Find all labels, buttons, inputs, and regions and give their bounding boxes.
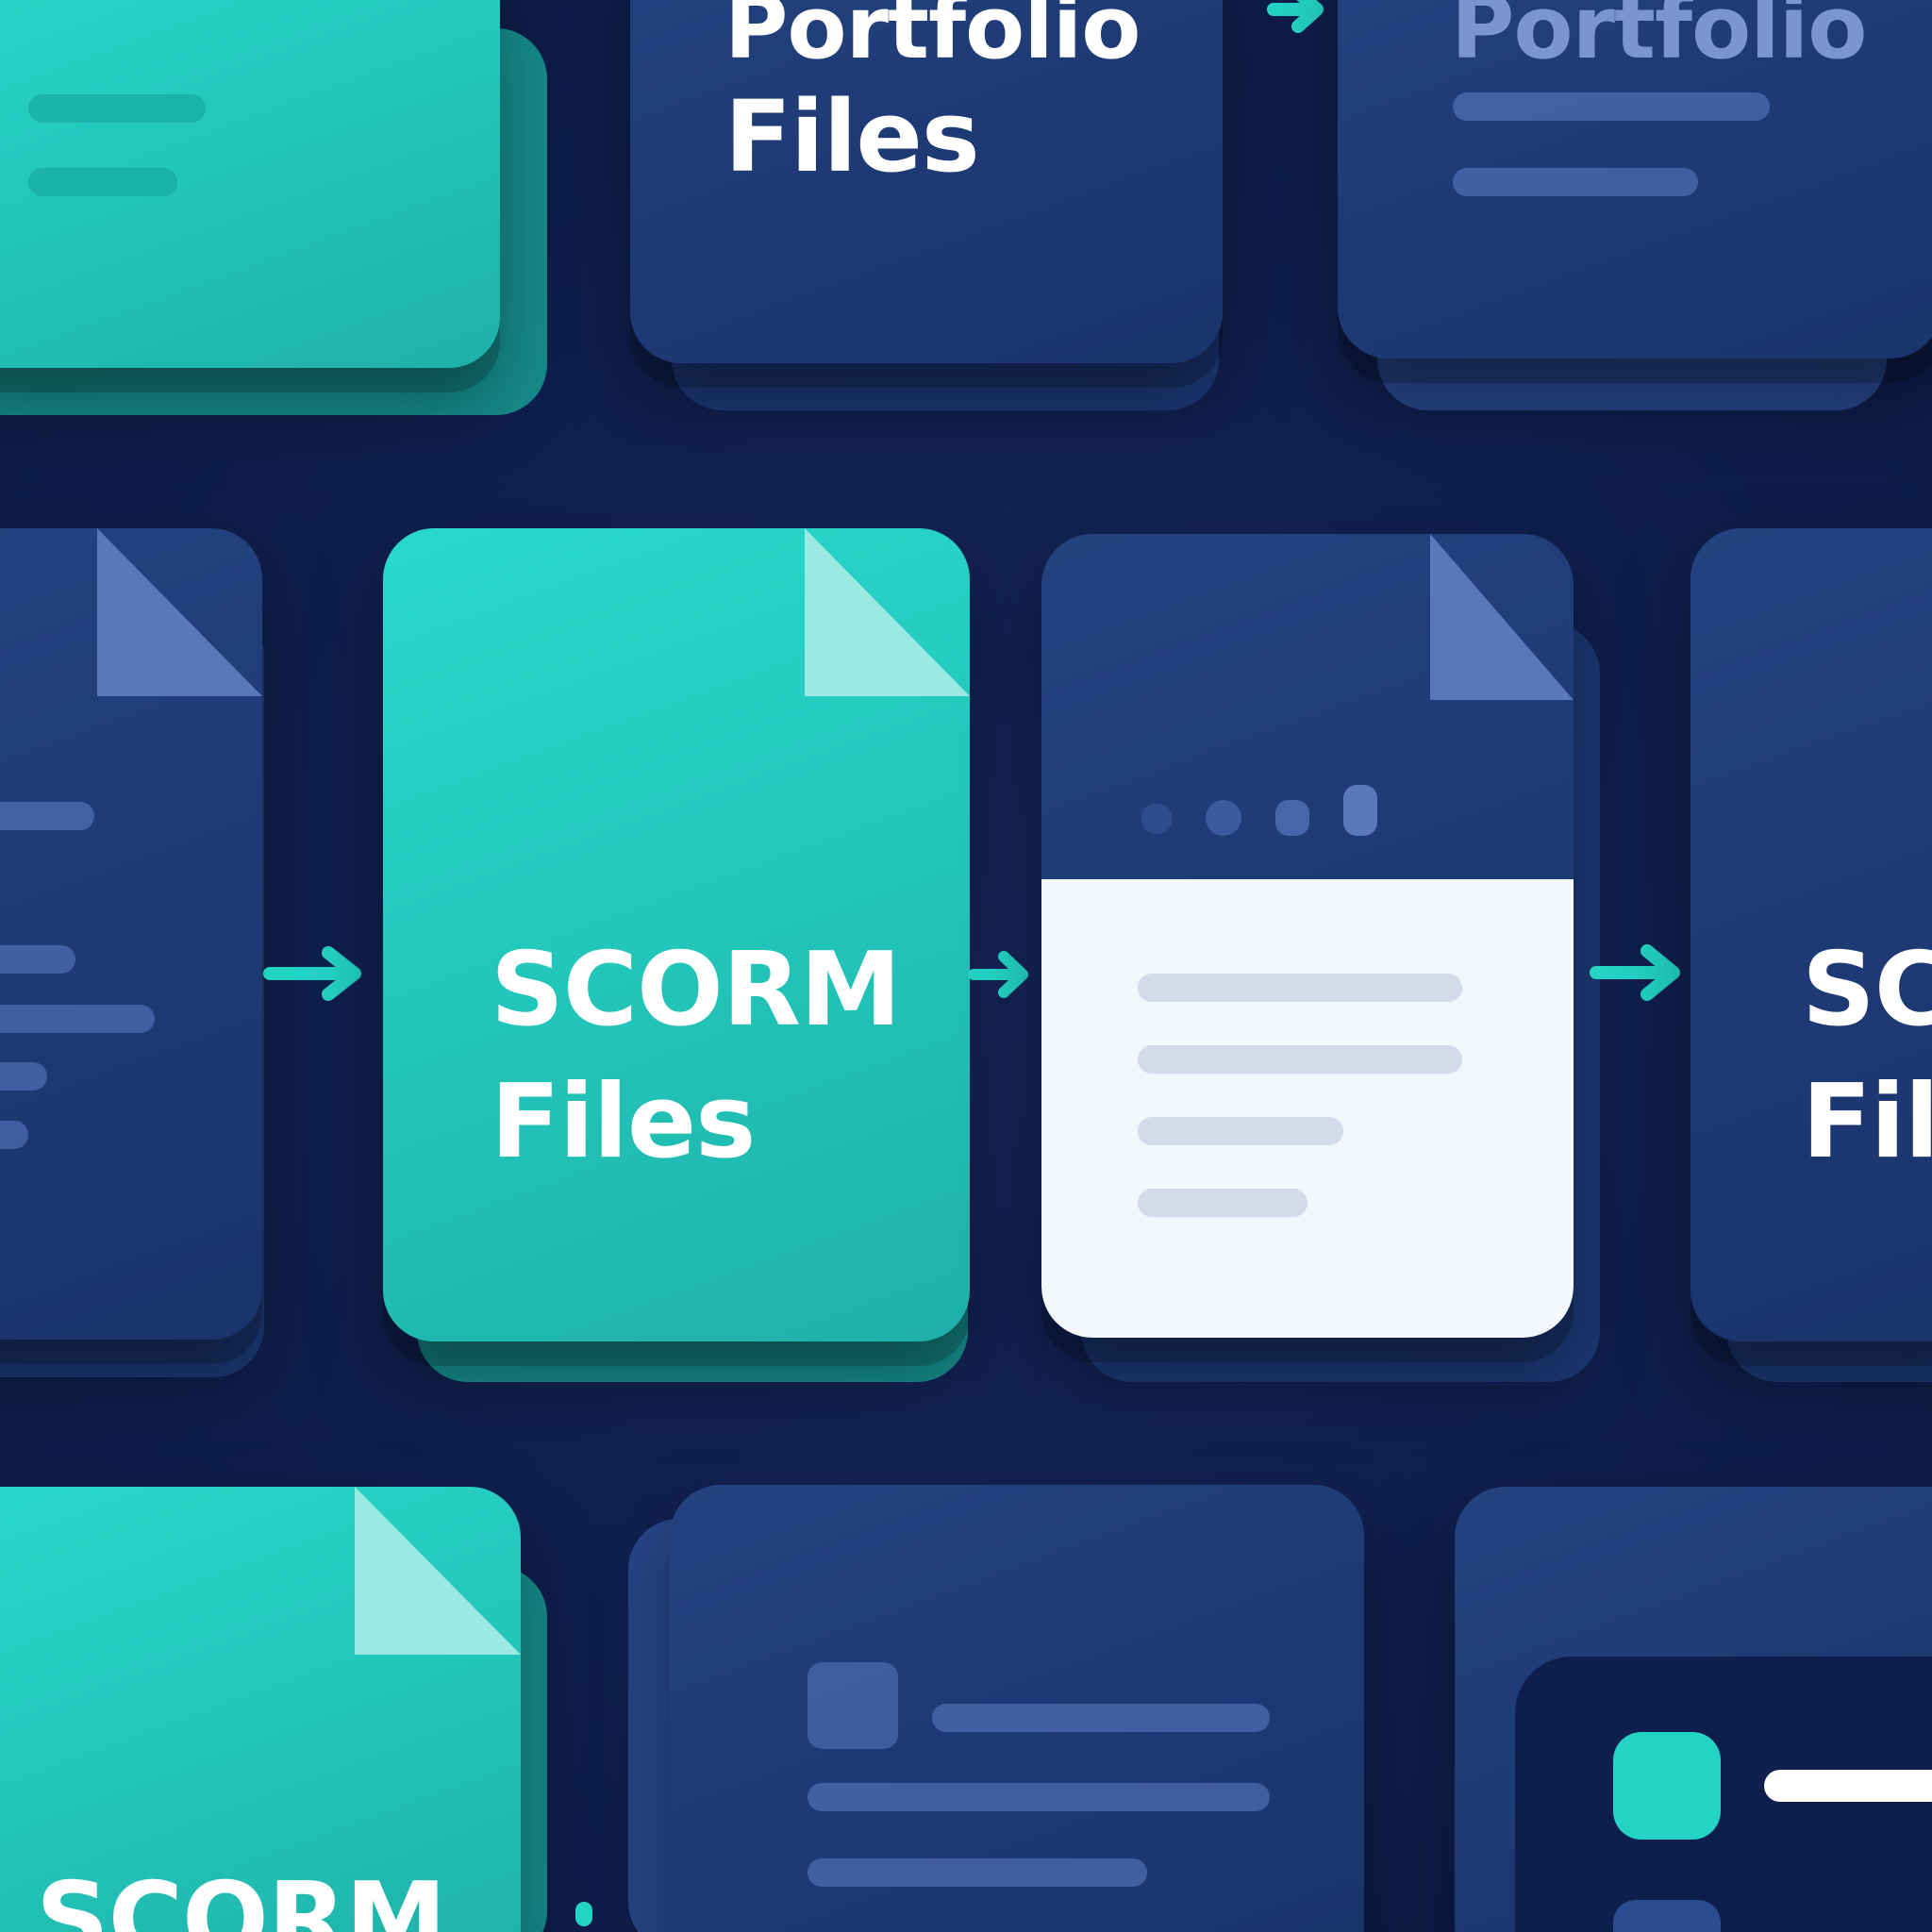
text-line-placeholder xyxy=(0,945,75,974)
text-line-placeholder xyxy=(0,1062,47,1091)
navy-app-card xyxy=(1455,1487,1932,1932)
teal-document-card-top-left xyxy=(0,0,500,368)
arrow-right-icon xyxy=(1264,0,1330,38)
thumbnail-placeholder xyxy=(808,1662,898,1749)
text-line-placeholder xyxy=(1138,974,1462,1002)
text-line-placeholder xyxy=(0,802,94,830)
text-line-placeholder xyxy=(808,1858,1147,1887)
toolbar-dot xyxy=(1275,800,1309,836)
arrow-right-icon xyxy=(1587,940,1685,1006)
card-title-line2: Files xyxy=(1802,1063,1932,1181)
arrow-right-icon xyxy=(575,1902,592,1926)
text-line-placeholder xyxy=(1138,1117,1343,1145)
text-line-placeholder xyxy=(808,1783,1270,1811)
card-title-line1: SCORM xyxy=(1802,931,1932,1049)
card-title-line2: Files xyxy=(724,79,980,194)
toolbar-dot xyxy=(1206,800,1241,836)
document-panel xyxy=(1041,879,1574,1338)
teal-app-icon xyxy=(1613,1732,1721,1840)
text-line-placeholder xyxy=(932,1704,1270,1732)
text-line-placeholder xyxy=(0,1005,155,1033)
arrow-right-icon xyxy=(966,947,1034,1002)
card-title-line2: Files xyxy=(491,1063,756,1181)
card-title-line1: Portfolio xyxy=(1451,0,1867,78)
portfolio-card: Portfolio xyxy=(1338,0,1932,358)
text-line-placeholder xyxy=(1453,92,1770,121)
portfolio-files-card: Portfolio Files xyxy=(630,0,1223,363)
navy-list-card xyxy=(670,1485,1364,1932)
scorm-files-card: SCORM Files xyxy=(383,528,970,1341)
card-title-line1: SCORM xyxy=(491,931,901,1049)
text-line-placeholder xyxy=(0,1121,28,1149)
folded-corner-icon xyxy=(97,528,262,696)
folded-corner-icon xyxy=(1430,534,1574,700)
text-line-placeholder xyxy=(1138,1045,1462,1074)
text-line-placeholder xyxy=(28,168,177,196)
arrow-right-icon xyxy=(260,943,369,1004)
secondary-app-icon xyxy=(1613,1900,1721,1932)
card-title-line1: Portfolio xyxy=(724,0,1141,78)
text-line-placeholder xyxy=(1138,1189,1307,1217)
toolbar-dot xyxy=(1343,785,1377,836)
navy-document-card-left xyxy=(0,528,262,1340)
text-line-placeholder xyxy=(1764,1770,1932,1802)
scorm-files-card-right: SCORM Files xyxy=(1690,528,1932,1341)
card-title-line1: SCORM xyxy=(36,1861,446,1932)
folded-corner-icon xyxy=(355,1487,521,1655)
text-line-placeholder xyxy=(1453,168,1698,196)
dark-inset-panel xyxy=(1515,1657,1932,1932)
folded-corner-icon xyxy=(805,528,970,696)
scorm-card-bottom: SCORM xyxy=(0,1487,521,1932)
text-line-placeholder xyxy=(28,94,206,123)
document-preview-card xyxy=(1041,534,1574,1338)
toolbar-dot xyxy=(1141,804,1172,834)
